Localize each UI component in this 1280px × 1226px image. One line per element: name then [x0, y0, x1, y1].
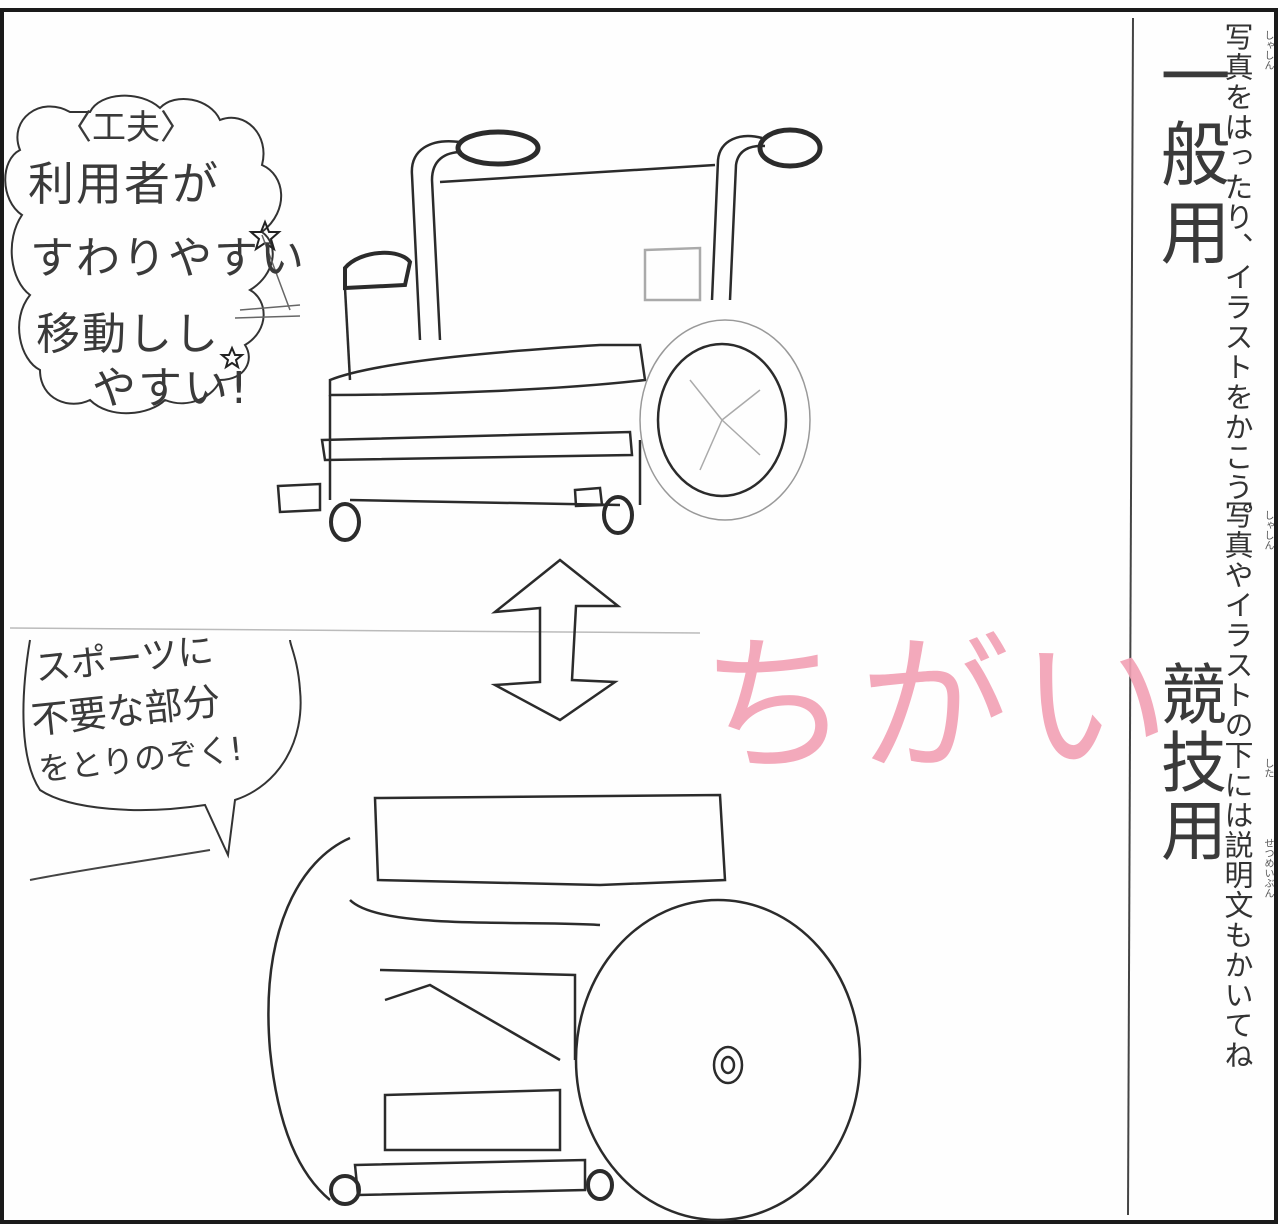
- racing-wheelchair: [267, 793, 862, 1222]
- pointer-lines: [234, 234, 301, 319]
- difference-label: ちがい: [700, 620, 1181, 794]
- ruby-setsumeibun: せつめいぶん: [1262, 838, 1273, 898]
- label-general-use: 一般用: [1149, 40, 1231, 274]
- instruction-line-1: 写真をはったり、イラストをかこう。: [1220, 22, 1254, 532]
- ruby-shita: した: [1262, 758, 1273, 778]
- column-divider: [1127, 17, 1134, 1216]
- note-line: やすい!: [92, 363, 250, 414]
- ruby-shashin: しゃしん: [1262, 510, 1273, 550]
- note-heading: 〈工夫〉: [58, 108, 194, 148]
- double-arrow: [490, 558, 622, 722]
- general-wheelchair: [276, 127, 823, 542]
- ruby-shashin: しゃしん: [1262, 30, 1273, 70]
- note-line: すわりやすい: [30, 233, 306, 284]
- section-divider: [9, 627, 701, 634]
- outer-border: [0, 8, 1278, 1224]
- speech-bubble-tail-line: [29, 849, 211, 881]
- label-racing-use: 競技用: [1150, 660, 1227, 864]
- note-line: 利用者が: [28, 157, 220, 211]
- thought-bubble: [4, 94, 283, 415]
- instruction-line-2: 写真やイラストの下には説明文もかいてね: [1220, 500, 1254, 1070]
- speech-bubble: [22, 639, 302, 859]
- star-mark: [219, 345, 245, 370]
- note-line: 移動しし: [36, 309, 220, 360]
